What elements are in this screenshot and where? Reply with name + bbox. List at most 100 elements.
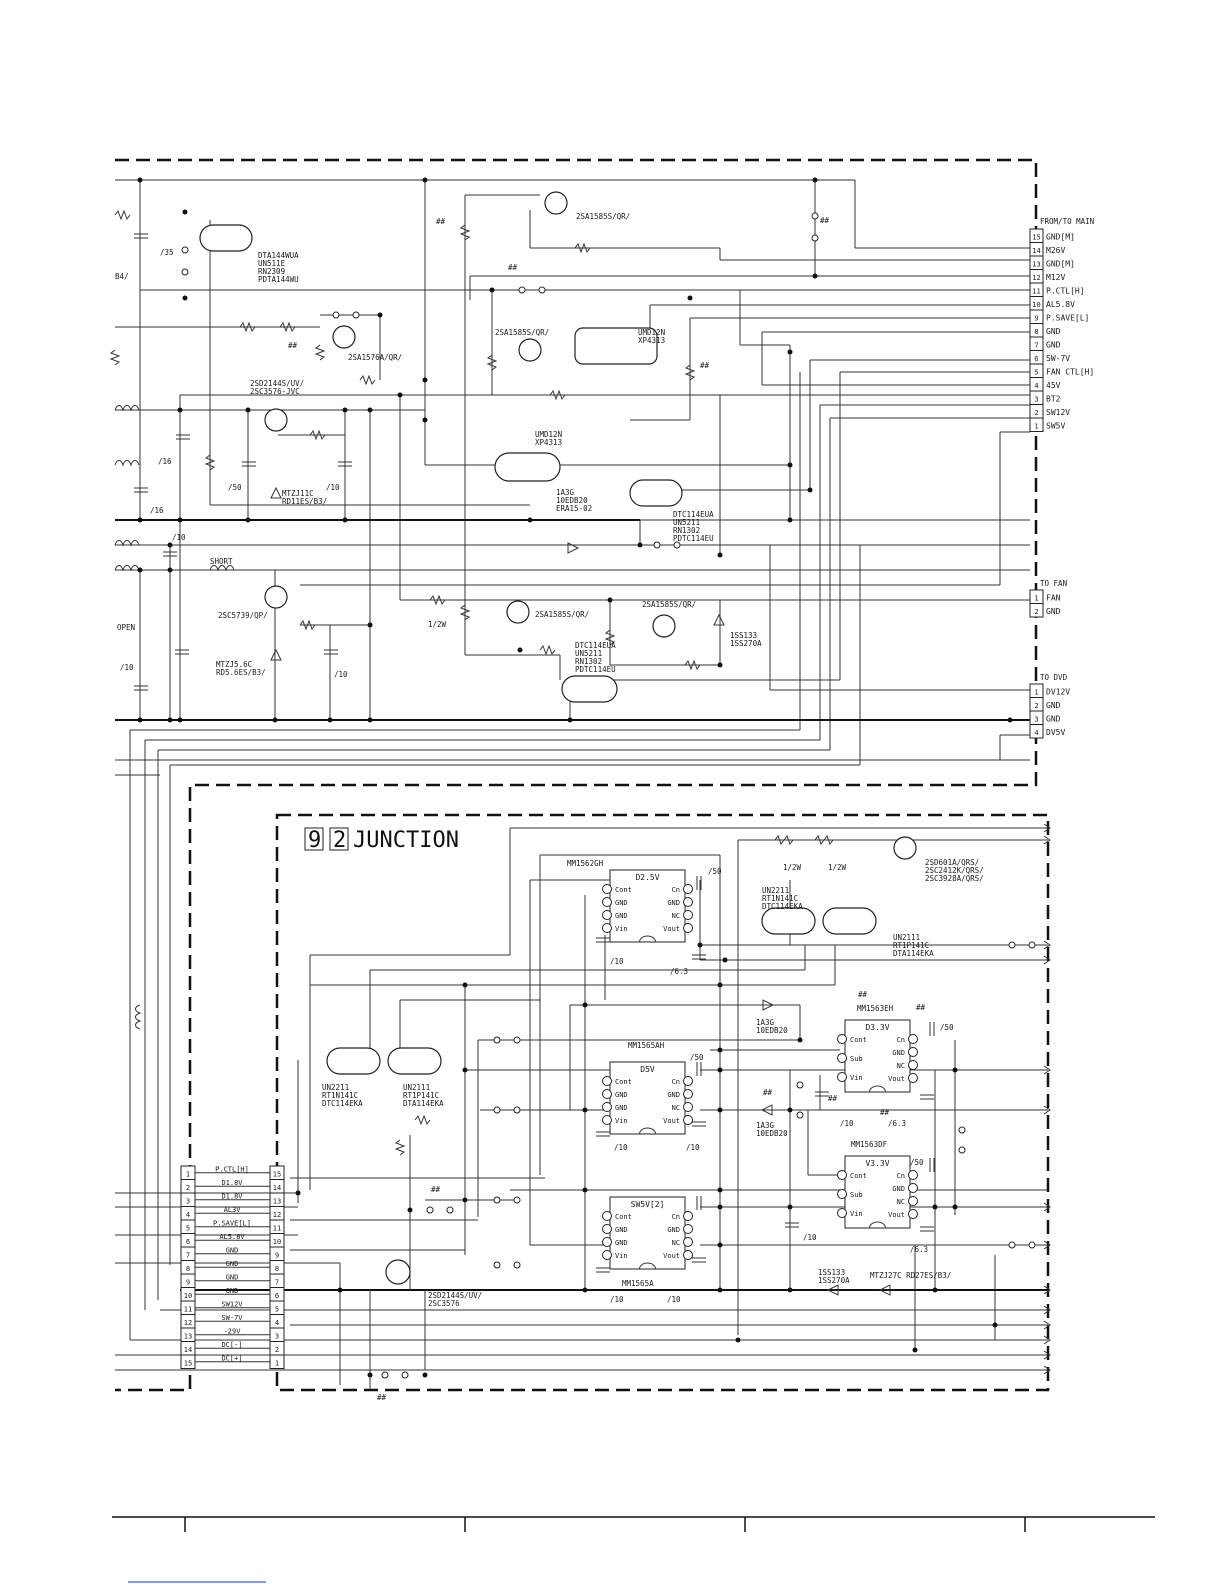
upper-part-labels: DTA144WUA UN511E RN2309 PDTA144WU 2SA158… — [115, 212, 830, 679]
label-mtzj27c: MTZJ27C RD27ES/B3/ — [870, 1271, 951, 1280]
label-dtc114a-3: RN1302 — [673, 526, 700, 535]
label-un2211b-2: RT1N141C — [322, 1091, 358, 1100]
upper-components — [109, 177, 1013, 723]
main-pin-number: 12 — [1032, 274, 1040, 282]
ic-pin-label: Cont — [615, 886, 632, 894]
jconn-left-number: 6 — [186, 1238, 190, 1246]
main-pin-number: 15 — [1032, 234, 1040, 242]
ic-notch — [869, 1085, 886, 1093]
label-umd12n-a1: UMD12N — [638, 328, 665, 337]
jconn-right-number: 2 — [275, 1346, 279, 1354]
main-pin-box — [1029, 417, 1044, 432]
ic-pin-circle — [908, 1209, 918, 1219]
label-2sd601-3: 2SC3928A/QRS/ — [925, 874, 984, 883]
ic-pin-circle — [602, 1115, 612, 1125]
jconn-left-number: 9 — [186, 1279, 190, 1287]
main-pin-number: 9 — [1034, 315, 1038, 323]
label-half-w-a: 1/2W — [783, 863, 802, 872]
label-dta144-4: PDTA144WU — [258, 275, 299, 284]
ic-pin-label: GND — [667, 1226, 680, 1234]
label-dta144-2: UN511E — [258, 259, 286, 268]
ic-pin-circle — [602, 1250, 612, 1260]
label-1a3g-b1: 1A3G — [756, 1121, 775, 1130]
jcap-2: /10 — [610, 957, 624, 966]
ic-pin-circle — [908, 1047, 918, 1057]
jconn-signal: P.SAVE[L] — [213, 1219, 251, 1227]
label-dtc114b-3: RN1302 — [575, 657, 602, 666]
main-pin-label: SW5V — [1046, 422, 1065, 431]
regulator-title: D5V — [640, 1065, 655, 1074]
ic-pin-label: Vout — [888, 1211, 905, 1219]
label-un2111b-1: UN2111 — [403, 1083, 430, 1092]
junction-title-num1: 9 — [308, 828, 321, 853]
ic-pin-circle — [908, 1060, 918, 1070]
ic-pin-circle — [683, 923, 693, 933]
ic-pin-circle — [683, 1102, 693, 1112]
label-mtzj56c-2: RD5.6ES/B3/ — [216, 668, 266, 677]
ic-pin-label: Cont — [850, 1172, 867, 1180]
dvd-pin-label: GND — [1046, 715, 1061, 724]
ic-pin-label: Cn — [897, 1036, 905, 1044]
hash-1: ## — [436, 217, 446, 226]
ic-pin-circle — [683, 1115, 693, 1125]
regulator-ic — [844, 1019, 911, 1093]
label-dtc114b-4: PDTC114EU — [575, 665, 616, 674]
label-umd12n-a2: XP4313 — [638, 336, 665, 345]
dvd-pin-label: DV12V — [1046, 688, 1070, 697]
jconn-right-number: 8 — [275, 1265, 279, 1273]
ic-pin-circle — [683, 1076, 693, 1086]
jconn-right-number: 12 — [273, 1211, 281, 1219]
label-un2111b-3: DTA114EKA — [403, 1099, 444, 1108]
main-pin-number: 3 — [1034, 396, 1038, 404]
ic-pin-label: GND — [615, 899, 628, 907]
fan-connector-header: TO FAN — [1040, 579, 1067, 588]
regulator-part-number: MM1565A — [622, 1279, 654, 1288]
ic-pin-label: Vout — [888, 1075, 905, 1083]
jcap-5: /10 — [614, 1143, 628, 1152]
label-mtzj56c-1: MTZJ5.6C — [216, 660, 252, 669]
jhash-2: ## — [916, 1003, 926, 1012]
ic-pin-circle — [602, 1237, 612, 1247]
ic-pin-label: Vin — [615, 925, 628, 933]
label-dta144-1: DTA144WUA — [258, 251, 299, 260]
jcap-8: /10 — [840, 1119, 854, 1128]
ic-pin-circle — [908, 1183, 918, 1193]
ic-pin-circle — [602, 1211, 612, 1221]
main-pin-label: P.SAVE[L] — [1046, 314, 1089, 323]
ic-pin-circle — [602, 910, 612, 920]
ic-pin-circle — [602, 884, 612, 894]
jconn-signal: -29V — [224, 1327, 242, 1335]
ic-pin-circle — [837, 1034, 847, 1044]
fan-pin-label: GND — [1046, 607, 1061, 616]
jcap-11: /10 — [803, 1233, 817, 1242]
main-pin-label: M12V — [1046, 273, 1065, 282]
junction-connector: 1P.CTL[H]152D1.8V143D1.8V134AL3V125P.SAV… — [180, 1165, 285, 1369]
main-pin-number: 11 — [1032, 288, 1040, 296]
ic-pin-label: GND — [615, 1239, 628, 1247]
ic-pin-circle — [908, 1170, 918, 1180]
regulator-title: V3.3V — [865, 1159, 889, 1168]
jhash-1: ## — [858, 990, 868, 999]
regulator-title: SW5V[2] — [631, 1200, 665, 1209]
jconn-left-number: 14 — [184, 1346, 192, 1354]
label-1a3g-b2: 10EDB20 — [756, 1129, 788, 1138]
label-2sd2144-j1: 2SD2144S/UV/ — [428, 1291, 482, 1300]
ic-pin-label: Cn — [897, 1172, 905, 1180]
ic-pin-circle — [602, 1089, 612, 1099]
ic-pin-circle — [908, 1034, 918, 1044]
upper-board-outline — [115, 158, 1038, 1392]
ic-pin-circle — [683, 884, 693, 894]
label-2sa1585-mid: 2SA1585S/QR/ — [495, 328, 549, 337]
jconn-signal: D1.8V — [221, 1179, 243, 1187]
cap-label-16b: /16 — [150, 506, 164, 515]
ic-notch — [639, 935, 656, 943]
jhash-6: ## — [431, 1185, 441, 1194]
fan-pin-box — [1029, 603, 1044, 618]
jconn-left-number: 7 — [186, 1252, 190, 1260]
jhash-7: ## — [377, 1393, 387, 1402]
label-dtc114b-2: UN5211 — [575, 649, 602, 658]
